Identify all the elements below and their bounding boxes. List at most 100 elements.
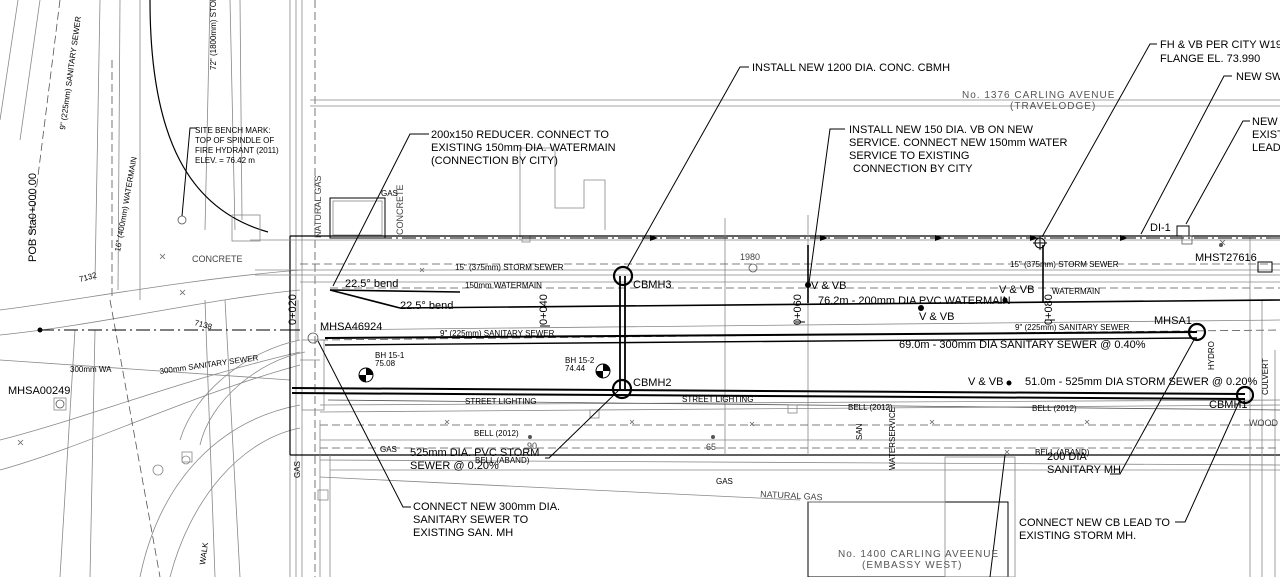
callout-storm-2: SEWER @ 0.20%: [410, 460, 499, 472]
cbmh1-symbol: [1235, 385, 1255, 405]
bench-mark-2: TOP OF SPINDLE OF: [195, 136, 274, 145]
label-watermain: 76.2m - 200mm DIA PVC WATERMAIN: [818, 295, 1011, 307]
address-embassy: (EMBASSY WEST): [862, 560, 963, 571]
callout-new-sw: NEW SW: [1236, 71, 1280, 83]
label-cbmh3: CBMH3: [633, 279, 672, 291]
label-gas-2: GAS: [380, 445, 397, 454]
callout-san-2: SANITARY SEWER TO: [413, 514, 529, 526]
label-wood: WOOD: [1249, 418, 1278, 428]
bh2-elev: 74.44: [565, 364, 586, 373]
label-cbmh1: CBMH1: [1209, 399, 1248, 411]
label-san-225-left: 9" (225mm) SANITARY SEWER: [58, 15, 83, 130]
label-concrete-h: CONCRETE: [192, 254, 243, 264]
label-bell-aband-b: BELL (ABAND): [1035, 448, 1090, 457]
callout-text: INSTALL NEW 1200 DIA. CONC. CBMH FH & VB…: [195, 39, 1280, 542]
label-storm-375-b: 15" (375mm) STORM SEWER: [1010, 260, 1119, 269]
borehole-bh15-1: [358, 367, 374, 383]
existing-road-linework: [0, 0, 329, 577]
label-storm-375-a: 15" (375mm) STORM SEWER: [455, 263, 564, 272]
borehole-bh15-2: [595, 363, 611, 379]
address-1400: No. 1400 CARLING AVEENUE: [838, 549, 999, 560]
label-mhst27616: MHST27616: [1195, 252, 1257, 264]
bh2-name: BH 15-2: [565, 356, 595, 365]
callout-reducer-2: EXISTING 150mm DIA. WATERMAIN: [431, 142, 616, 154]
label-san-vertical: SAN: [855, 423, 864, 440]
new-watermain: [329, 245, 1280, 386]
label-mhsa1: MHSA1: [1154, 315, 1192, 327]
callout-new-2: EXIST: [1252, 129, 1280, 141]
callout-vb-3: SERVICE TO EXISTING: [849, 150, 969, 162]
label-storm-1800: 72" (1800mm) STORM: [209, 0, 218, 70]
callout-vb-2: SERVICE. CONNECT NEW 150mm WATER: [849, 137, 1067, 149]
label-bend-1: 22.5° bend: [345, 278, 398, 290]
callout-san-3: EXISTING SAN. MH: [413, 527, 513, 539]
bh1-name: BH 15-1: [375, 351, 405, 360]
label-sanitary: 69.0m - 300mm DIA SANITARY SEWER @ 0.40%: [899, 339, 1146, 351]
callout-fh-vb-2: FLANGE EL. 73.990: [1160, 53, 1260, 65]
label-san-225-a: 9" (225mm) SANITARY SEWER: [440, 329, 555, 338]
station-080: 0+080: [1043, 294, 1055, 325]
callout-install-cbmh: INSTALL NEW 1200 DIA. CONC. CBMH: [752, 62, 950, 74]
label-1980: 1980: [740, 252, 760, 262]
label-vvb-1: V & VB: [811, 280, 846, 292]
callout-reducer-1: 200x150 REDUCER. CONNECT TO: [431, 129, 609, 141]
label-bell-2012-c: BELL (2012): [474, 429, 519, 438]
callout-sanmh-1: 200 DIA: [1047, 451, 1087, 463]
label-gas-4: GAS: [293, 461, 302, 478]
label-street-lighting-2: STREET LIGHTING: [682, 395, 753, 404]
label-culvert: CULVERT: [1261, 358, 1270, 395]
label-hydro: HYDRO: [1207, 341, 1216, 370]
label-natural-gas-h: NATURAL GAS: [760, 489, 823, 502]
bench-mark-1: SITE BENCH MARK:: [195, 126, 271, 135]
station-060: 0+060: [792, 294, 804, 325]
label-san-225-b: 9" (225mm) SANITARY SEWER: [1015, 323, 1130, 332]
address-1376: No. 1376 CARLING AVENUE: [962, 90, 1115, 101]
label-street-lighting-1: STREET LIGHTING: [465, 397, 536, 406]
label-gas-3: GAS: [716, 477, 733, 486]
label-watermain-b: WATERMAIN: [1052, 287, 1100, 296]
label-wm-400: 16" (400mm) WATERMAIN: [113, 156, 139, 253]
new-sanitary-sewer: [324, 331, 1198, 346]
road-corridor: [179, 215, 1280, 577]
station-ticks: [290, 319, 1055, 331]
label-7132: 7132: [78, 270, 98, 283]
leader-lines: [181, 43, 1250, 577]
callout-vb-4: CONNECTION BY CITY: [853, 163, 973, 175]
mhsa00249-symbol: [55, 399, 65, 409]
label-bend-2: 22.5° bend: [400, 300, 453, 312]
mhst27616-symbol: [1257, 261, 1273, 273]
label-vvb-3: V & VB: [919, 311, 954, 323]
utility-markers: [17, 239, 1226, 455]
label-di1: DI-1: [1150, 222, 1171, 234]
bench-mark-3: FIRE HYDRANT (2011): [195, 146, 279, 155]
mhsa1-symbol: [1187, 322, 1207, 342]
callout-cb-1: CONNECT NEW CB LEAD TO: [1019, 517, 1170, 529]
mhsa46924-symbol: [307, 332, 319, 344]
label-walk: WALK: [198, 541, 210, 565]
label-vvb-4: V & VB: [968, 376, 1003, 388]
structures: [55, 225, 1273, 439]
label-bell-2012-b: BELL (2012): [1032, 404, 1077, 413]
new-storm-sewer: [291, 276, 1246, 400]
station-020: 0+020: [287, 294, 299, 325]
label-gas-1: GAS: [381, 189, 398, 198]
label-pob: POB Sta0+000.00: [27, 173, 39, 262]
label-san-300: 300mm SANITARY SEWER: [159, 353, 259, 376]
label-bell-aband-a: BELL (ABAND): [475, 456, 530, 465]
label-watermain-150: 150mm WATERMAIN: [465, 281, 542, 290]
label-mhsa46924: MHSA46924: [320, 321, 382, 333]
callout-new-1: NEW: [1252, 116, 1278, 128]
label-mhsa00249: MHSA00249: [8, 385, 70, 397]
address-travelodge: (TRAVELODGE): [1010, 101, 1096, 112]
cbmh2-symbol: [611, 378, 633, 400]
label-65: 65: [706, 442, 716, 452]
callout-san-1: CONNECT NEW 300mm DIA.: [413, 501, 560, 513]
label-storm: 51.0m - 525mm DIA STORM SEWER @ 0.20%: [1025, 376, 1257, 388]
bh1-elev: 75.08: [375, 359, 396, 368]
label-concrete-v: CONCRETE: [395, 184, 405, 235]
callout-fh-vb-1: FH & VB PER CITY W19: [1160, 39, 1280, 51]
bench-mark-4: ELEV. = 76.42 m: [195, 156, 255, 165]
di1-symbol: [1176, 225, 1190, 237]
structure-labels: CBMH3 CBMH2 CBMH1 MHSA1 MHSA46924 MHSA00…: [8, 173, 1257, 411]
